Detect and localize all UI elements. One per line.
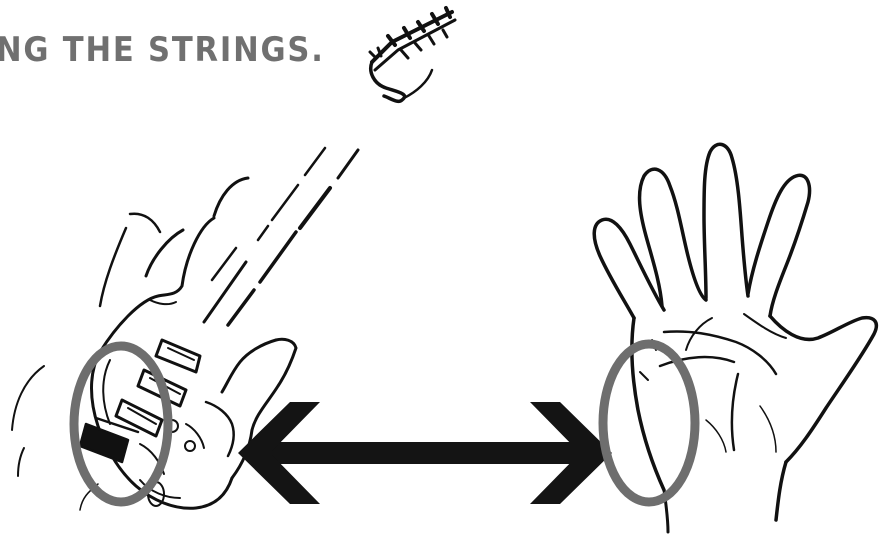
guitar-neck: [202, 146, 360, 327]
caption-text: NG THE STRINGS.: [0, 30, 325, 70]
guitar-pickup-highlight-circle: [69, 341, 173, 507]
hand-pinky: [592, 217, 666, 320]
hand-middle-finger: [702, 142, 750, 300]
double-headed-arrow-icon: [238, 402, 612, 504]
motion-lines: [11, 365, 45, 477]
guitar-headstock: [368, 6, 457, 104]
guitar-pickups: [114, 338, 202, 438]
hand-palm-outline: [630, 316, 666, 492]
hand-illustration: [592, 142, 879, 534]
arrow-head-left: [238, 402, 320, 504]
hand-palm-highlight-circle: [598, 339, 700, 507]
hand-index-finger: [746, 173, 812, 318]
hand-ring-finger: [637, 167, 708, 308]
arrow-shaft: [268, 442, 590, 464]
hand-thumb: [768, 314, 879, 464]
arrow-head-right: [530, 402, 612, 504]
guitar-bridge: [78, 416, 140, 464]
